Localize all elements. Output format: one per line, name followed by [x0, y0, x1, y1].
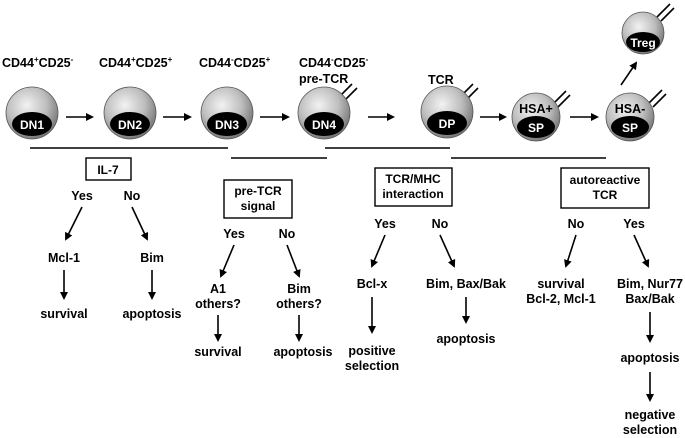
- il7-yes-mediator: Mcl-1: [48, 251, 80, 265]
- tcrmhc-no-outcome: apoptosis: [436, 332, 495, 346]
- dn1-cell: DN1: [5, 86, 59, 140]
- il7-yes-arrow: [65, 206, 83, 241]
- arrow-to-treg: [620, 61, 638, 86]
- hsa-neg-sp-receptor: [648, 89, 667, 108]
- pretcr-box: [223, 179, 293, 219]
- il7-title: IL-7: [97, 163, 119, 177]
- tcrmhc-no-arrow: [439, 234, 456, 268]
- autoreactive-yes-mediator-1: Bim, Nur77: [617, 277, 683, 291]
- pretcr-title-1: pre-TCR: [234, 184, 282, 198]
- dn1-marker-label: CD44+CD25-: [2, 55, 74, 70]
- sp-label-2: SP: [622, 121, 638, 135]
- tcrmhc-yes: Yes: [374, 217, 396, 231]
- autoreactive-no-outcome-1: survival: [537, 277, 584, 291]
- dn1-label: DN1: [20, 118, 44, 132]
- tcrmhc-checkpoint: TCR/MHC interaction Yes No Bcl-x Bim, Ba…: [345, 167, 506, 373]
- treg-receptor: [656, 3, 675, 22]
- treg-cell: Treg: [621, 11, 665, 55]
- pretcr-no-mediator-1: Bim: [287, 282, 311, 296]
- dn2-label: DN2: [118, 118, 142, 132]
- sp-label-1: SP: [528, 121, 544, 135]
- dp-label: DP: [439, 117, 456, 131]
- autoreactive-title-1: autoreactive: [570, 173, 641, 187]
- pre-tcr-label: pre-TCR: [299, 72, 348, 86]
- tcrmhc-title-2: interaction: [382, 187, 443, 201]
- dn3-marker-label: CD44-CD25+: [199, 55, 271, 70]
- pretcr-checkpoint: pre-TCR signal Yes No A1 others? Bim oth…: [194, 179, 333, 359]
- autoreactive-final-1: negative: [625, 408, 676, 422]
- tcrmhc-yes-outcome-1: positive: [348, 344, 395, 358]
- tcrmhc-box: [374, 167, 453, 207]
- pretcr-yes-mediator-1: A1: [210, 282, 226, 296]
- autoreactive-checkpoint: autoreactive TCR No Yes survival Bcl-2, …: [526, 167, 683, 437]
- tcrmhc-no: No: [432, 217, 449, 231]
- autoreactive-box: [560, 167, 650, 209]
- hsa-neg-label: HSA-: [615, 102, 646, 116]
- autoreactive-yes-outcome: apoptosis: [620, 351, 679, 365]
- tcrmhc-yes-outcome-2: selection: [345, 359, 399, 373]
- pretcr-yes-arrow: [219, 244, 235, 278]
- dn4-cell: DN4: [297, 86, 351, 140]
- il7-yes: Yes: [71, 189, 93, 203]
- il7-no-mediator: Bim: [140, 251, 164, 265]
- hsa-neg-sp-cell: HSA- SP: [605, 92, 655, 142]
- il7-box: [85, 157, 132, 181]
- tcrmhc-yes-mediator: Bcl-x: [357, 277, 388, 291]
- il7-no: No: [124, 189, 141, 203]
- tcrmhc-yes-arrow: [370, 234, 386, 268]
- hsa-pos-label: HSA+: [519, 102, 553, 116]
- dn3-cell: DN3: [200, 86, 254, 140]
- il7-yes-outcome: survival: [40, 307, 87, 321]
- tcrmhc-no-mediator: Bim, Bax/Bak: [426, 277, 506, 291]
- dn2-cell: DN2: [103, 86, 157, 140]
- autoreactive-no-outcome-2: Bcl-2, Mcl-1: [526, 292, 596, 306]
- autoreactive-yes: Yes: [623, 217, 645, 231]
- autoreactive-title-2: TCR: [593, 188, 618, 202]
- hsa-pos-sp-cell: HSA+ SP: [511, 92, 561, 142]
- hsa-pos-sp-receptor: [552, 90, 571, 109]
- pretcr-yes: Yes: [223, 227, 245, 241]
- pretcr-no: No: [279, 227, 296, 241]
- dp-cell: DP: [420, 85, 474, 139]
- tcr-label: TCR: [428, 73, 454, 87]
- tcrmhc-title-1: TCR/MHC: [385, 172, 441, 186]
- autoreactive-no: No: [568, 217, 585, 231]
- dn3-label: DN3: [215, 118, 239, 132]
- autoreactive-yes-mediator-2: Bax/Bak: [625, 292, 674, 306]
- il7-no-arrow: [131, 206, 149, 241]
- pretcr-title-2: signal: [241, 199, 276, 213]
- il7-checkpoint: IL-7 Yes No Mcl-1 Bim survival apoptosis: [40, 157, 182, 321]
- dn4-marker-label: CD44-CD25-: [299, 55, 369, 70]
- pretcr-no-mediator-2: others?: [276, 297, 322, 311]
- dn4-label: DN4: [312, 118, 336, 132]
- treg-label: Treg: [630, 36, 655, 50]
- autoreactive-no-arrow: [564, 234, 577, 268]
- pretcr-yes-mediator-2: others?: [195, 297, 241, 311]
- dn2-marker-label: CD44+CD25+: [99, 55, 173, 70]
- pretcr-no-outcome: apoptosis: [273, 345, 332, 359]
- pretcr-no-arrow: [286, 244, 301, 278]
- autoreactive-final-2: selection: [623, 423, 677, 437]
- autoreactive-yes-arrow: [633, 234, 650, 268]
- pretcr-yes-outcome: survival: [194, 345, 241, 359]
- il7-no-outcome: apoptosis: [122, 307, 181, 321]
